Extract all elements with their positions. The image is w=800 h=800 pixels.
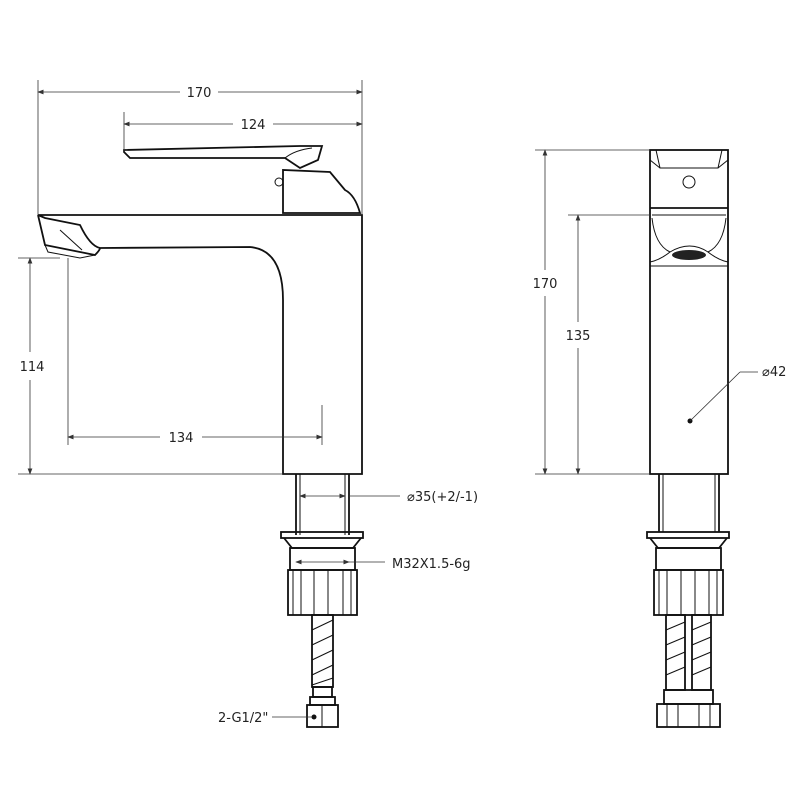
front-view: ⌀42 170 135 — [533, 149, 786, 728]
dimension-spout-height: 114 — [18, 257, 283, 475]
side-view: 170 124 114 134 — [18, 80, 478, 728]
front-shank-and-nut — [646, 474, 730, 616]
body-diameter-label: ⌀42 — [762, 365, 786, 380]
supply-hose: 2-G1/2" — [218, 614, 339, 728]
thread-label: M32X1.5-6g — [392, 557, 471, 572]
dimension-label: 134 — [169, 431, 194, 446]
faucet-body — [37, 214, 363, 475]
dimension-overall-height: 170 — [533, 149, 650, 475]
shank-diameter-label: ⌀35(+2/-1) — [407, 490, 478, 505]
front-supply-hoses — [656, 614, 721, 728]
dimension-body-height: 135 — [566, 214, 650, 475]
mounting-shank: ⌀35(+2/-1) — [295, 474, 478, 535]
dimension-label: 135 — [566, 329, 591, 344]
hose-connection-label: 2-G1/2" — [218, 711, 268, 726]
dimension-label: 170 — [533, 277, 558, 292]
dimension-handle-length: 124 — [123, 112, 363, 152]
dimension-overall-width: 170 — [37, 80, 363, 215]
dimension-spout-reach: 134 — [67, 258, 323, 446]
handle-lever — [123, 145, 362, 214]
mounting-nut: M32X1.5-6g — [280, 531, 471, 616]
front-body: ⌀42 — [649, 149, 786, 475]
dimension-label: 170 — [187, 86, 212, 101]
dimension-label: 124 — [241, 118, 266, 133]
dimension-label: 114 — [20, 360, 45, 375]
